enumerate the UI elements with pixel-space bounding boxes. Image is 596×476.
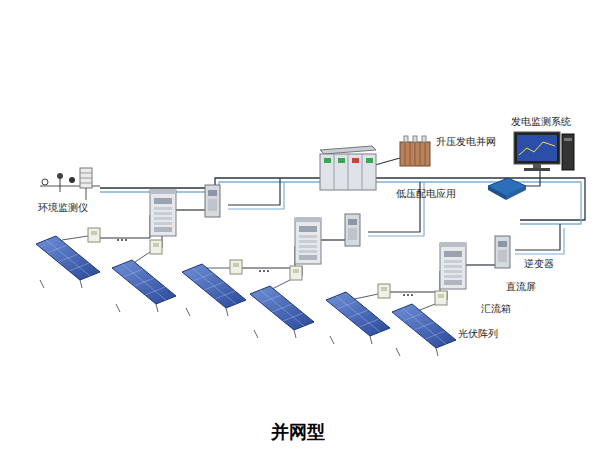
caption: 并网型 [271,420,325,444]
switchgear [320,146,376,190]
network-switch [488,178,526,200]
pv-panels [36,236,456,356]
annotation-label: 环境监测仪 [38,202,88,214]
annotation-label: 发电监测系统 [511,116,571,128]
annotation-label: 汇流箱 [481,303,511,315]
annotation-label: 直流屏 [506,281,536,293]
monitoring-pc [514,132,574,171]
annotation-label: 光伏阵列 [458,328,498,340]
transformer [400,136,430,166]
annotation-label: 升压发电并网 [436,136,496,148]
annotation-label: 低压配电应用 [396,188,456,200]
environment-monitor [40,168,100,200]
annotation-label: 逆变器 [524,258,554,270]
